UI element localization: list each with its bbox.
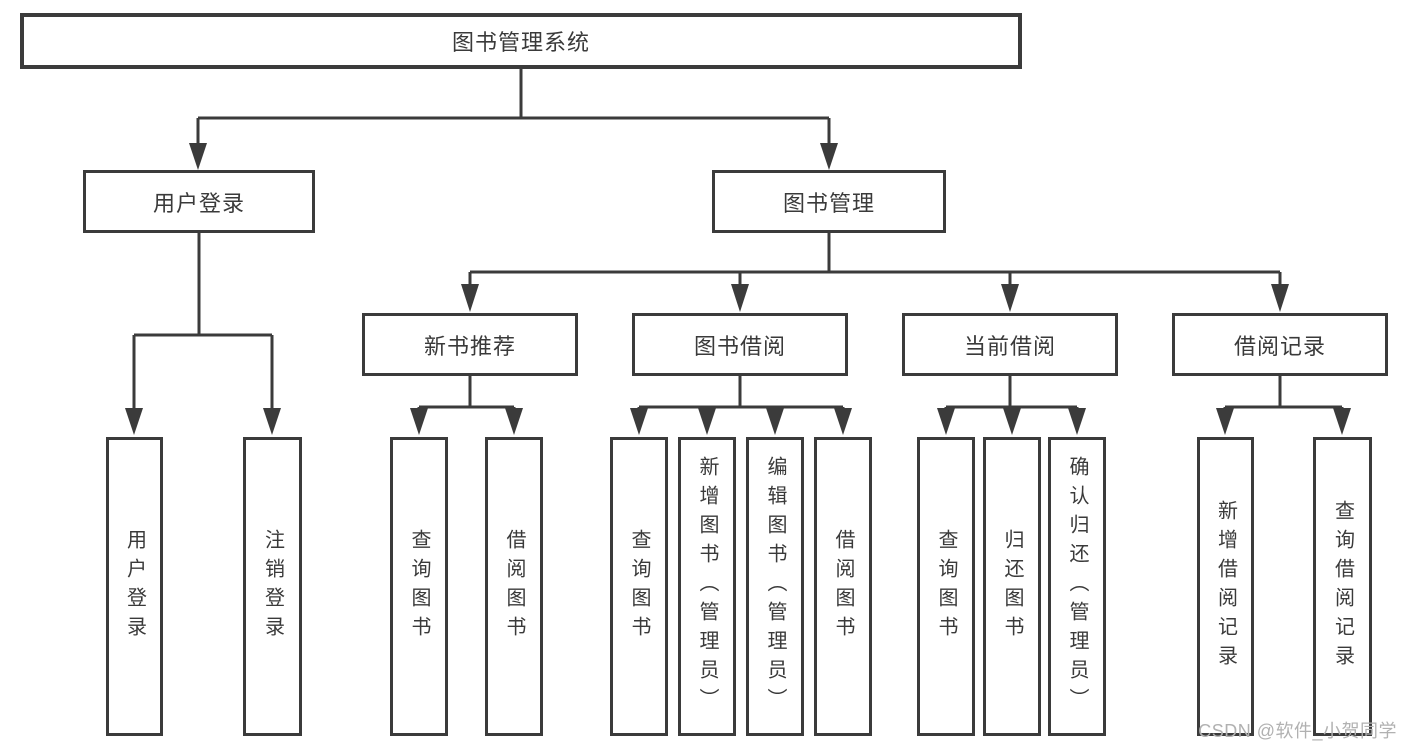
node-label: 当前借阅 [963, 333, 1056, 359]
node-label: 图书借阅 [693, 333, 786, 359]
leaf-borrow-books-1: 借阅图书 [485, 437, 543, 736]
node-label: 确认归还（管理员） [1066, 456, 1088, 717]
node-label: 新书推荐 [423, 333, 516, 359]
arrowhead [1001, 284, 1019, 312]
csdn-watermark: CSDN @软件_小贺同学 [1198, 721, 1397, 741]
node-book-borrow: 图书借阅 [632, 313, 848, 376]
node-label: 编辑图书（管理员） [764, 456, 786, 717]
leaf-query-books-3: 查询图书 [917, 437, 975, 736]
leaf-logout: 注销登录 [243, 437, 302, 736]
node-label: 查询借阅记录 [1331, 499, 1354, 674]
arrowhead [1271, 284, 1289, 312]
node-label: 借阅记录 [1233, 333, 1326, 359]
node-label: 图书管理 [782, 190, 875, 216]
arrowhead [1216, 408, 1234, 435]
leaf-query-borrow-record: 查询借阅记录 [1313, 437, 1372, 736]
arrowhead [125, 408, 143, 435]
arrowhead [731, 284, 749, 312]
node-borrow-records: 借阅记录 [1172, 313, 1388, 376]
node-book-management: 图书管理 [712, 170, 946, 233]
node-label: 注销登录 [261, 528, 284, 645]
arrowhead [1003, 408, 1021, 435]
node-current-borrow: 当前借阅 [902, 313, 1118, 376]
leaf-query-books-1: 查询图书 [390, 437, 448, 736]
arrowhead [1333, 408, 1351, 435]
arrowhead [766, 408, 784, 435]
leaf-query-books-2: 查询图书 [610, 437, 668, 736]
arrowhead [820, 143, 838, 170]
arrowhead [698, 408, 716, 435]
leaf-add-borrow-record: 新增借阅记录 [1197, 437, 1254, 736]
leaf-return-books: 归还图书 [983, 437, 1041, 736]
arrowhead [461, 284, 479, 312]
arrowhead [505, 408, 523, 435]
arrowhead [410, 408, 428, 435]
node-label: 查询图书 [935, 528, 957, 645]
node-label: 新增图书（管理员） [696, 456, 718, 717]
node-label: 查询图书 [628, 528, 650, 645]
node-label: 借阅图书 [503, 528, 525, 645]
node-user-login: 用户登录 [83, 170, 315, 233]
leaf-add-books-admin: 新增图书（管理员） [678, 437, 736, 736]
arrowhead [263, 408, 281, 435]
node-library-management-system: 图书管理系统 [20, 13, 1022, 69]
arrowhead [937, 408, 955, 435]
node-label: 新增借阅记录 [1214, 499, 1237, 674]
node-label: 图书管理系统 [451, 30, 590, 55]
node-label: 查询图书 [408, 528, 430, 645]
node-label: 借阅图书 [832, 528, 854, 645]
leaf-confirm-return-admin: 确认归还（管理员） [1048, 437, 1106, 736]
arrowhead [1068, 408, 1086, 435]
leaf-borrow-books-2: 借阅图书 [814, 437, 872, 736]
leaf-edit-books-admin: 编辑图书（管理员） [746, 437, 804, 736]
node-label: 用户登录 [152, 190, 245, 216]
leaf-user-login: 用户登录 [106, 437, 163, 736]
arrowhead [630, 408, 648, 435]
node-new-book-recommend: 新书推荐 [362, 313, 578, 376]
node-label: 用户登录 [123, 528, 146, 645]
arrowhead [189, 143, 207, 170]
node-label: 归还图书 [1001, 528, 1023, 645]
arrowhead [834, 408, 852, 435]
